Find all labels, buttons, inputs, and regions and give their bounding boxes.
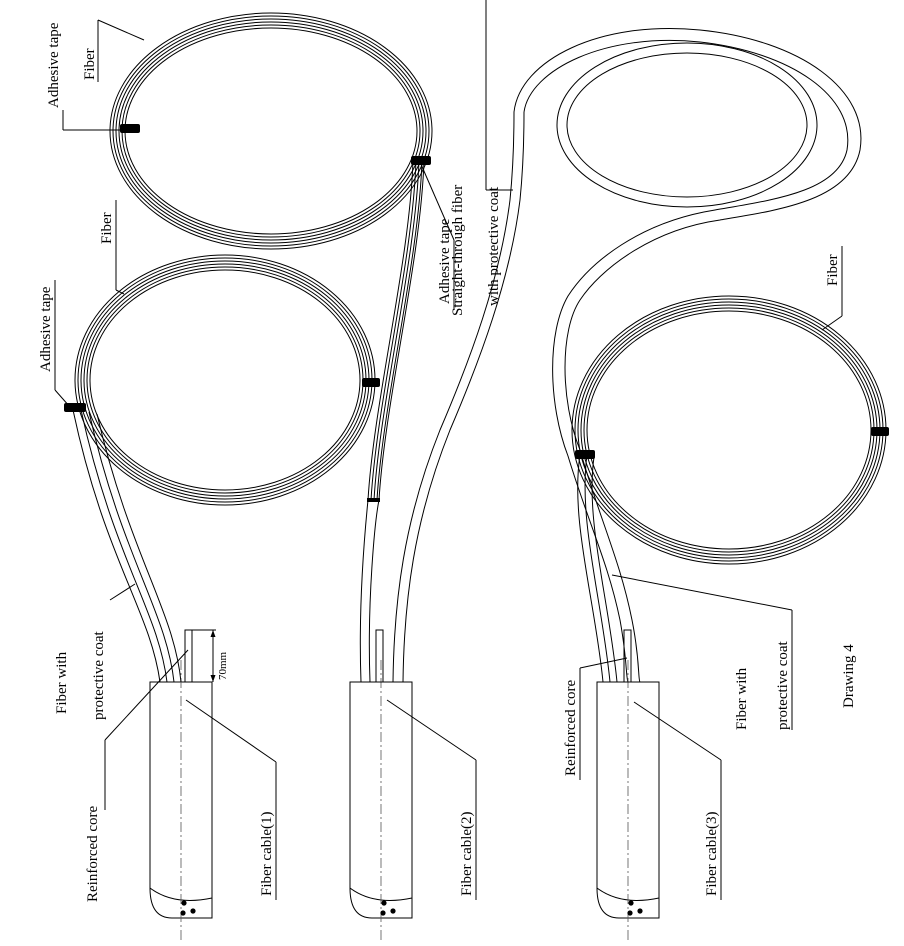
label-straight-through-2: with protective coat bbox=[486, 186, 502, 306]
label-reinforced-core-1: Reinforced core bbox=[85, 805, 101, 902]
leader-lines bbox=[54, 0, 843, 900]
label-dimension: 70mm bbox=[217, 651, 229, 680]
label-fiber-3: Fiber bbox=[825, 254, 841, 286]
label-fiber-cable-1: Fiber cable(1) bbox=[259, 811, 275, 896]
label-fiber-with-1: Fiber with bbox=[734, 667, 750, 730]
fiber-cable-3 bbox=[596, 629, 660, 940]
fiber-loop-3 bbox=[571, 295, 887, 565]
protective-coat-fiber-1 bbox=[72, 409, 182, 683]
protective-fiber-loop bbox=[513, 28, 862, 683]
protective-coat-fiber-3 bbox=[577, 454, 618, 683]
label-adhesive-tape-2: Adhesive tape bbox=[38, 286, 54, 372]
label-fiber-2: Fiber bbox=[99, 212, 115, 244]
label-fiber-protective-1: Fiber with bbox=[54, 651, 70, 714]
fiber-loop-2 bbox=[109, 12, 433, 250]
straight-through-fiber bbox=[359, 111, 525, 683]
adhesive-tape-mark bbox=[871, 427, 889, 436]
label-fiber-protective-2: protective coat bbox=[91, 630, 107, 720]
label-reinforced-core-2: Reinforced core bbox=[563, 679, 579, 776]
adhesive-tape-mark bbox=[362, 378, 380, 387]
label-straight-through-1: Straight-through fiber bbox=[450, 185, 466, 316]
drawing-title: Drawing 4 bbox=[841, 644, 857, 708]
label-fiber-with-2: protective coat bbox=[775, 640, 791, 730]
labels: Adhesive tape Fiber Adhesive tape Fiber … bbox=[38, 22, 857, 902]
label-adhesive-tape-3: Adhesive tape bbox=[437, 218, 453, 304]
fiber-cable-1 bbox=[149, 629, 216, 940]
label-fiber-cable-3: Fiber cable(3) bbox=[704, 811, 720, 896]
label-fiber-cable-2: Fiber cable(2) bbox=[459, 811, 475, 896]
label-adhesive-tape-1: Adhesive tape bbox=[46, 22, 62, 108]
adhesive-tape-mark bbox=[575, 450, 595, 459]
adhesive-tape-mark bbox=[64, 403, 86, 412]
label-fiber-1: Fiber bbox=[82, 48, 98, 80]
adhesive-tape-mark bbox=[120, 124, 140, 133]
fiber-cable-2 bbox=[349, 629, 413, 940]
